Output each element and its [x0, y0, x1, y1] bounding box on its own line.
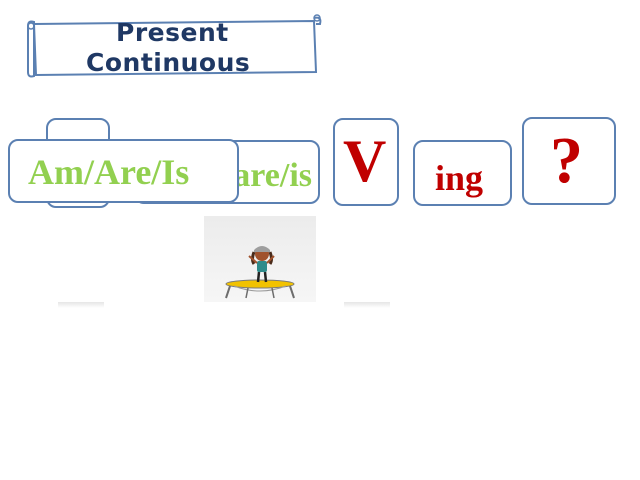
verb-label: V	[343, 128, 387, 194]
question-card[interactable]: ?	[522, 117, 616, 205]
title-banner: Present Continuous	[24, 12, 324, 78]
title-line-2: Continuous	[86, 48, 251, 77]
question-mark-label: ?	[550, 124, 583, 197]
left-divider	[58, 302, 104, 308]
page-title: Present Continuous	[86, 18, 296, 78]
ing-card[interactable]: ing	[413, 140, 512, 206]
scroll-icon	[27, 14, 322, 78]
am-are-is-label: Am/Are/Is	[28, 152, 190, 192]
girl-on-trampoline-icon	[225, 246, 295, 299]
am-are-is-card[interactable]: Am/Are/Is	[8, 139, 239, 203]
right-divider	[344, 302, 390, 308]
title-line-1: Present	[116, 18, 229, 47]
ing-label: ing	[435, 158, 484, 198]
verb-card[interactable]: V	[333, 118, 399, 206]
trampoline-illustration	[204, 216, 316, 302]
